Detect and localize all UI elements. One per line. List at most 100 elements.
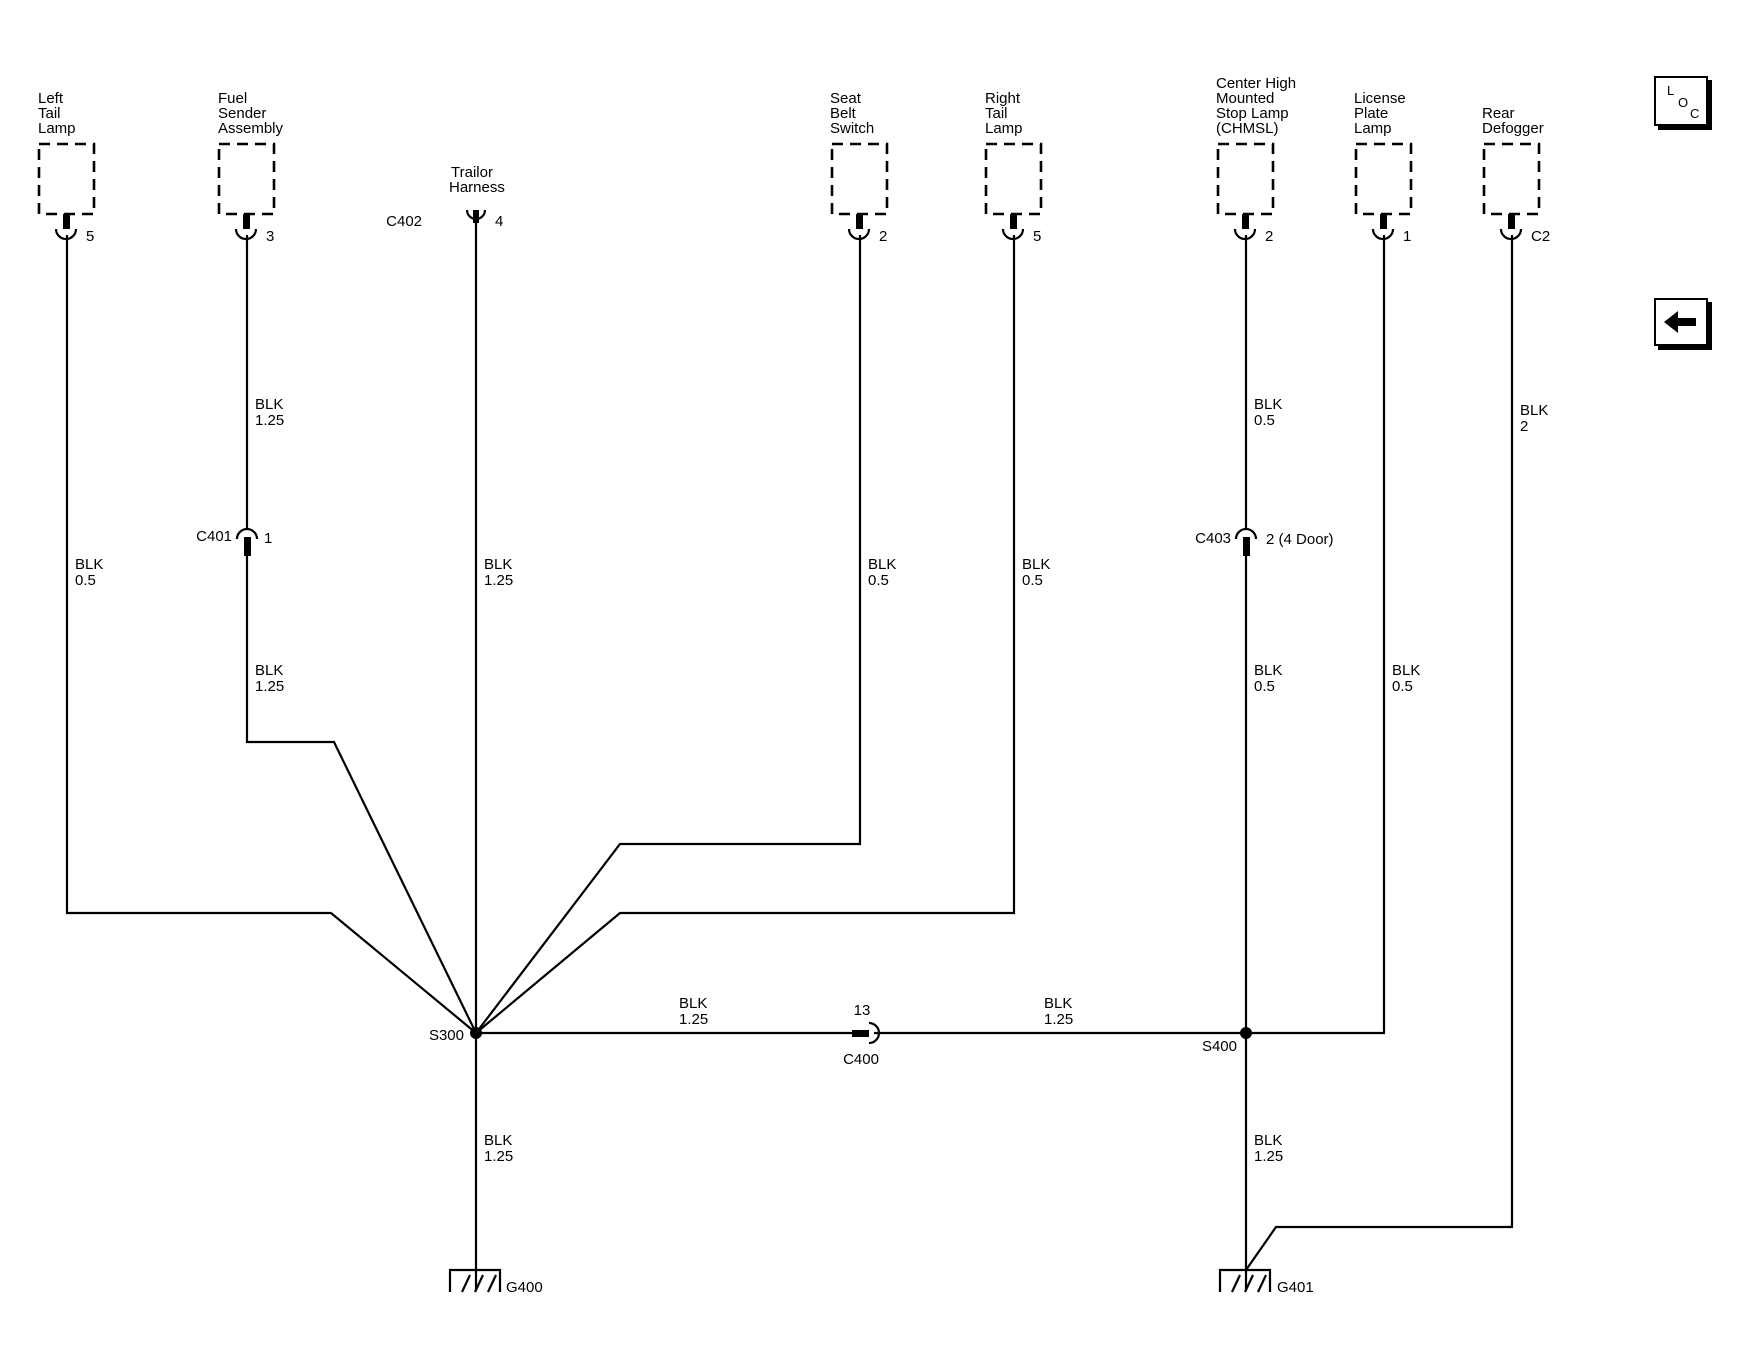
wire-gauge: 0.5 xyxy=(75,572,96,589)
component-label: Left xyxy=(38,90,64,107)
loc-letter: L xyxy=(1667,83,1675,98)
component-label: Sender xyxy=(218,105,266,122)
splice-id: S300 xyxy=(429,1027,464,1044)
wire-color: BLK xyxy=(484,1132,512,1149)
pin-number: 3 xyxy=(266,228,274,245)
component-label: Belt xyxy=(830,105,857,122)
terminal-pin xyxy=(1508,214,1515,229)
wire-gauge: 1.25 xyxy=(484,1148,513,1165)
wire-color: BLK xyxy=(1520,402,1548,419)
terminal-pin xyxy=(473,210,479,223)
ground-id: G400 xyxy=(506,1279,543,1296)
wire-gauge: 2 xyxy=(1520,418,1528,435)
component-left-tail-lamp: Left Tail Lamp 5 xyxy=(37,90,96,245)
terminal-pin xyxy=(856,214,863,229)
wire-left-tail-lamp xyxy=(65,235,477,1034)
pin-number: 5 xyxy=(1033,228,1041,245)
ground-hatch xyxy=(1231,1274,1241,1293)
loc-letter: C xyxy=(1690,106,1700,121)
connector-id: C400 xyxy=(843,1051,879,1068)
component-box xyxy=(1216,142,1275,216)
component-label: Lamp xyxy=(985,120,1023,137)
connector-c401: C401 1 xyxy=(196,527,272,556)
ground-g400: G400 xyxy=(448,1268,543,1296)
wire-gauge: 0.5 xyxy=(1022,572,1043,589)
wire-seat-belt-switch xyxy=(475,235,862,1034)
component-label: Tail xyxy=(985,105,1008,122)
component-label: Mounted xyxy=(1216,90,1274,107)
component-label: Defogger xyxy=(1482,120,1544,137)
wire-labels: BLK 0.5 BLK 1.25 BLK 1.25 BLK 1.25 BLK 0… xyxy=(75,396,1548,1165)
pin-number: 5 xyxy=(86,228,94,245)
splice-s400: S400 xyxy=(1202,1027,1252,1055)
ground-hatch xyxy=(1244,1274,1254,1293)
component-seat-belt-switch: Seat Belt Switch 2 xyxy=(830,90,889,245)
component-box xyxy=(1354,142,1413,216)
wire-gauge: 1.25 xyxy=(679,1011,708,1028)
pin-number: 1 xyxy=(1403,228,1411,245)
ground-g401: G401 xyxy=(1218,1268,1314,1296)
splice-dot xyxy=(470,1027,482,1039)
wire-fuel-sender-lower xyxy=(245,548,477,1034)
component-rear-defogger: Rear Defogger C2 xyxy=(1482,105,1550,245)
component-label: Assembly xyxy=(218,120,284,137)
connector-socket xyxy=(235,527,259,540)
back-button[interactable] xyxy=(1654,298,1708,346)
terminal-pin xyxy=(243,214,250,229)
component-label: License xyxy=(1354,90,1406,107)
component-box xyxy=(217,142,276,216)
location-button[interactable]: L O C xyxy=(1654,76,1708,126)
component-right-tail-lamp: Right Tail Lamp 5 xyxy=(984,90,1043,245)
pin-number: 2 xyxy=(1265,228,1273,245)
component-label: Tail xyxy=(38,105,61,122)
wire-right-tail-lamp xyxy=(475,235,1016,1034)
wire-color: BLK xyxy=(1022,556,1050,573)
component-box xyxy=(830,142,889,216)
ground-hatch xyxy=(461,1274,471,1293)
pin-number: 13 xyxy=(854,1002,871,1019)
pin-number: 2 (4 Door) xyxy=(1266,531,1334,548)
wire-color: BLK xyxy=(1044,995,1072,1012)
component-label: Switch xyxy=(830,120,874,137)
wire-gauge: 1.25 xyxy=(484,572,513,589)
wire-gauge: 0.5 xyxy=(1254,412,1275,429)
wire-color: BLK xyxy=(255,662,283,679)
terminal-pin xyxy=(852,1030,869,1037)
component-box xyxy=(1482,142,1541,216)
connector-id: C402 xyxy=(386,213,422,230)
pin-number: 1 xyxy=(264,530,272,547)
component-label: Seat xyxy=(830,90,862,107)
component-label: Lamp xyxy=(1354,120,1392,137)
component-label: Stop Lamp xyxy=(1216,105,1289,122)
wire-color: BLK xyxy=(868,556,896,573)
wire-gauge: 1.25 xyxy=(1044,1011,1073,1028)
component-box xyxy=(984,142,1043,216)
pin-number: 4 xyxy=(495,213,503,230)
ground-symbol xyxy=(1218,1268,1272,1292)
wire-gauge: 1.25 xyxy=(1254,1148,1283,1165)
connector-id: C401 xyxy=(196,528,232,545)
terminal-pin xyxy=(244,537,251,556)
splice-dot xyxy=(1240,1027,1252,1039)
connector-id: C403 xyxy=(1195,530,1231,547)
terminal-pin xyxy=(1010,214,1017,229)
pin-number: 2 xyxy=(879,228,887,245)
wire-rear-defogger xyxy=(1245,235,1514,1271)
ground-id: G401 xyxy=(1277,1279,1314,1296)
ground-hatch xyxy=(487,1274,497,1293)
wire-license-plate-lamp xyxy=(1246,235,1386,1035)
wire-color: BLK xyxy=(1392,662,1420,679)
component-label: Center High xyxy=(1216,75,1296,92)
component-label: (CHMSL) xyxy=(1216,120,1279,137)
wire-color: BLK xyxy=(1254,1132,1282,1149)
wire-color: BLK xyxy=(679,995,707,1012)
component-label: Rear xyxy=(1482,105,1515,122)
ground-hatch xyxy=(1257,1274,1267,1293)
component-trailor-harness: Trailor Harness C402 4 xyxy=(386,164,505,230)
component-label: Harness xyxy=(449,179,505,196)
component-box xyxy=(37,142,96,216)
wire-color: BLK xyxy=(255,396,283,413)
connector-c403: C403 2 (4 Door) xyxy=(1195,527,1334,556)
component-label: Right xyxy=(985,90,1021,107)
